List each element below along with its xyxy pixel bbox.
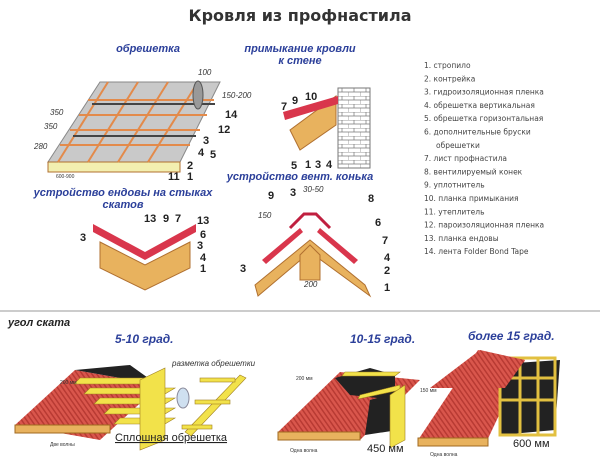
num: 14 <box>225 109 238 121</box>
slope-section: угол ската 5-10 град. 10-15 град. 200 мм… <box>7 317 560 458</box>
dim-30-50: 30-50 <box>303 185 324 194</box>
lathing-diagram: обрешетка 100 150-200 350 350 280 600-90… <box>33 43 252 183</box>
ridge-label: устройство вент. конька <box>226 171 373 183</box>
legend-item: 10. планка примыкания <box>424 194 519 203</box>
num: 7 <box>281 101 287 113</box>
num: 13 <box>144 213 156 225</box>
num: 4 <box>200 252 207 264</box>
valley-label: устройство ендовы на стыках <box>33 187 214 199</box>
legend-item: 8. вентилируемый конек <box>424 167 523 176</box>
lathing-label: обрешетка <box>116 43 180 55</box>
slope-b-label: 10-15 град. <box>350 332 415 346</box>
waves-c: Одна волна <box>430 452 458 458</box>
legend-item: 6. дополнительные бруски <box>424 128 531 137</box>
num: 7 <box>175 213 181 225</box>
overlap-b: 200 мм <box>296 376 313 382</box>
num: 4 <box>326 159 333 171</box>
dim-150: 150 <box>258 211 272 220</box>
num: 1 <box>187 171 193 183</box>
legend-item: 14. лента Folder Bond Tape <box>424 247 529 256</box>
overlap-c: 150 мм <box>420 388 437 394</box>
legend: 1. стропило 2. контрейка 3. гидроизоляцион… <box>424 61 544 256</box>
valley-diagram: устройство ендовы на стыках скатов 13 9 … <box>33 187 214 291</box>
num: 3 <box>80 232 86 244</box>
num: 4 <box>384 252 391 264</box>
num: 13 <box>197 215 209 227</box>
num: 3 <box>203 135 209 147</box>
solid-lathing-label: Сплошная обрешетка <box>115 432 228 444</box>
wall-junction-label-2: к стене <box>278 55 321 67</box>
dim-350b: 350 <box>44 122 58 131</box>
dim-350a: 350 <box>50 108 64 117</box>
slope-heading: угол ската <box>7 317 70 329</box>
wall-junction-label: примыкание кровли <box>244 43 356 55</box>
page-title: Кровля из профнастила <box>189 6 412 25</box>
num: 1 <box>200 263 206 275</box>
slope-a-label: 5-10 град. <box>115 332 174 346</box>
num: 6 <box>200 229 206 241</box>
legend-item: 13. планка ендовы <box>424 234 499 243</box>
num: 8 <box>368 193 374 205</box>
num: 9 <box>292 95 298 107</box>
num: 9 <box>163 213 169 225</box>
num: 2 <box>187 160 193 172</box>
slope-c-label: более 15 град. <box>468 329 555 343</box>
num: 3 <box>315 159 321 171</box>
num: 12 <box>218 124 230 136</box>
ridge-diagram: устройство вент. конька 30-50 150 200 9 … <box>226 171 391 298</box>
wall-junction-diagram: примыкание кровли к стене 7 9 10 5 1 3 4 <box>244 43 371 172</box>
waves-a: Две волны <box>50 442 75 448</box>
num: 6 <box>375 217 381 229</box>
dim-280: 280 <box>33 142 48 151</box>
spacing-b: 450 мм <box>367 443 404 455</box>
num: 9 <box>268 190 274 202</box>
dim-100: 100 <box>198 68 212 77</box>
legend-item: 9. уплотнитель <box>424 181 485 190</box>
legend-item: 7. лист профнастила <box>424 154 507 163</box>
legend-item: 12. пароизоляционная пленка <box>424 221 544 230</box>
num: 3 <box>290 187 296 199</box>
num: 5 <box>210 149 216 161</box>
num: 7 <box>382 235 388 247</box>
marking-label: разметка обрешетки <box>171 359 256 368</box>
num: 1 <box>305 159 311 171</box>
valley-label-2: скатов <box>103 199 144 211</box>
legend-item: 3. гидроизоляционная пленка <box>424 88 544 97</box>
legend-item: 5. обрешетка горизонтальная <box>424 114 543 123</box>
dim-200: 200 <box>303 280 318 289</box>
num: 3 <box>240 263 246 275</box>
legend-item: 4. обрешетка вертикальная <box>424 101 535 110</box>
dim-150-200: 150-200 <box>222 91 252 100</box>
spacing-c: 600 мм <box>513 438 550 450</box>
legend-item: 2. контрейка <box>424 74 475 83</box>
legend-item: 11. утеплитель <box>424 207 485 216</box>
num: 2 <box>384 265 390 277</box>
legend-item: обрешетки <box>436 141 480 150</box>
num: 10 <box>305 91 317 103</box>
num: 5 <box>291 160 297 172</box>
waves-b: Одна волна <box>290 448 318 454</box>
overlap-a: 200 мм <box>60 380 77 386</box>
num: 11 <box>168 171 180 183</box>
num: 1 <box>384 282 390 294</box>
legend-item: 1. стропило <box>424 61 471 70</box>
num: 4 <box>198 147 205 159</box>
num: 3 <box>197 240 203 252</box>
dim-600-900: 600-900 <box>56 174 75 180</box>
